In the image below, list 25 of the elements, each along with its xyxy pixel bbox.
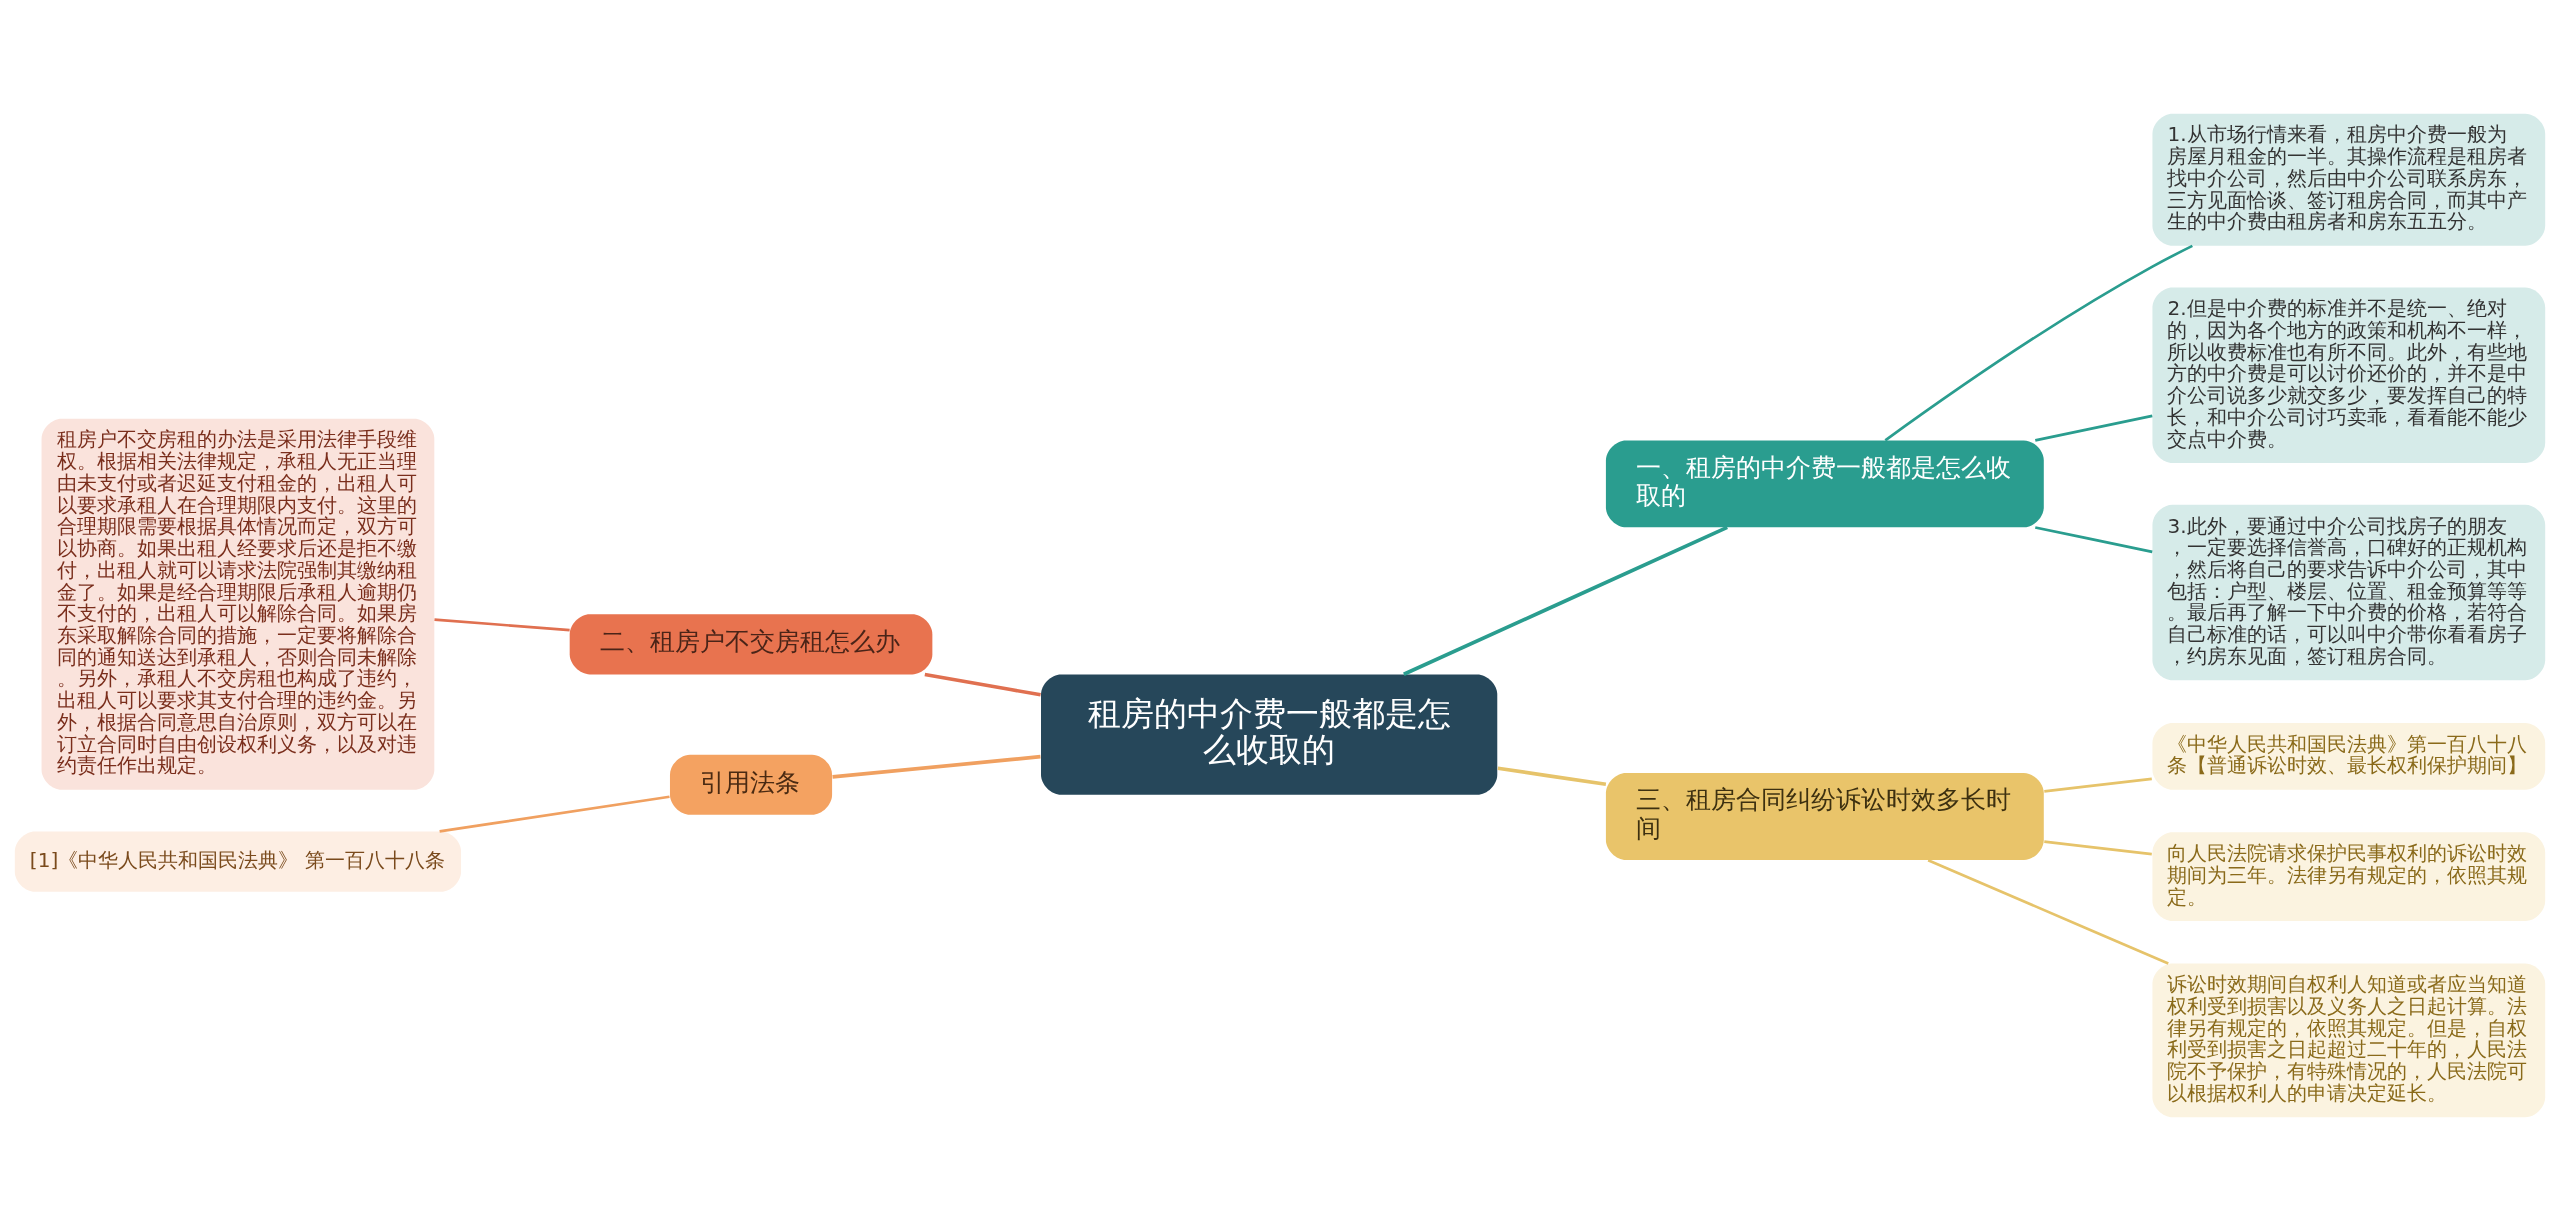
connector: [1927, 858, 2169, 965]
connector: [2044, 777, 2152, 793]
node-box: [1]《中华人民共和国民法典》 第一百八十八条: [14, 831, 462, 892]
node-box: 3.此外，要通过中介公司找房子的朋友，一定要选择信誉高，口碑好的正规机构，然后将自己的要求告诉中介公司，其中包括：户型、楼层、位置、租金预算等等。最后再了解一下中介费的价格，若符合自己标准的话，可以叫中介带你看看房子，约房东见面，签订租房合同。: [2152, 504, 2546, 681]
node-box: 租房户不交房租的办法是采用法律手段维权。根据相关法律规定，承租人无正当理由未支付或者迟延支付租金的，出租人可以要求承租人在合理期限内支付。这里的合理期限需要根据具体情况而定，双方可以协商。如果出租人经要求后还是拒不缴付，出租人就可以请求法院强制其缴纳租金了。如果是经合理期限后承租人逾期仍不支付的，出租人可以解除合同。如果房东采取解除合同的措施，一定要将解除合同的通知送达到承租人，否则合同未解除。另外，承租人不交房租也构成了违约，出租人可以要求其支付合理的违约金。另外，根据合同意思自治原则，双方可以在订立合同时自由创设权利义务，以及对违约责任作出规定。: [41, 418, 435, 790]
node-box: 2.但是中介费的标准并不是统一、绝对的，因为各个地方的政策和机构不一样，所以收费标准也有所不同。此外，有些地方的中介费是可以讨价还价的，并不是中介公司说多少就交多少，要发挥自己的特长，和中介公司讨巧卖乖，看看能不能少交点中介费。: [2152, 287, 2546, 463]
node-box: 二、租房户不交房租怎么办: [569, 614, 933, 675]
node-box: 1.从市场行情来看，租房中介费一般为房屋月租金的一半。其操作流程是租房者找中介公司，然后由中介公司联系房东，三方见面恰谈、签订租房合同，而其中产生的中介费由租房者和房东五五分。: [2152, 113, 2546, 246]
connector: [439, 795, 670, 833]
connector: [2044, 840, 2152, 856]
connector: [1497, 766, 1607, 787]
node-box: 诉讼时效期间自权利人知道或者应当知道权利受到损害以及义务人之日起计算。法律另有规定的，依照其规定。但是，自权利受到损害之日起超过二十年的，人民法院不予保护，有特殊情况的，人民法院可以根据权利人的申请决定延长。: [2152, 963, 2546, 1118]
connector: [1403, 525, 1728, 676]
connector: [2035, 526, 2153, 554]
connector: [2035, 414, 2153, 442]
node-box: 三、租房合同纠纷诉讼时效多长时间: [1605, 773, 2044, 860]
node-box: 《中华人民共和国民法典》第一百八十八条【普通诉讼时效、最长权利保护期间】: [2152, 722, 2546, 790]
connector: [1884, 244, 2193, 442]
node-box: 引用法条: [669, 754, 833, 815]
node-box: 租房的中介费一般都是怎么收取的: [1041, 674, 1498, 795]
connector: [924, 672, 1041, 697]
node-box: 一、租房的中介费一般都是怎么收取的: [1605, 440, 2044, 528]
connector: [832, 754, 1041, 779]
connector: [434, 618, 570, 632]
node-box: 向人民法院请求保护民事权利的诉讼时效期间为三年。法律另有规定的，依照其规定。: [2152, 832, 2546, 921]
